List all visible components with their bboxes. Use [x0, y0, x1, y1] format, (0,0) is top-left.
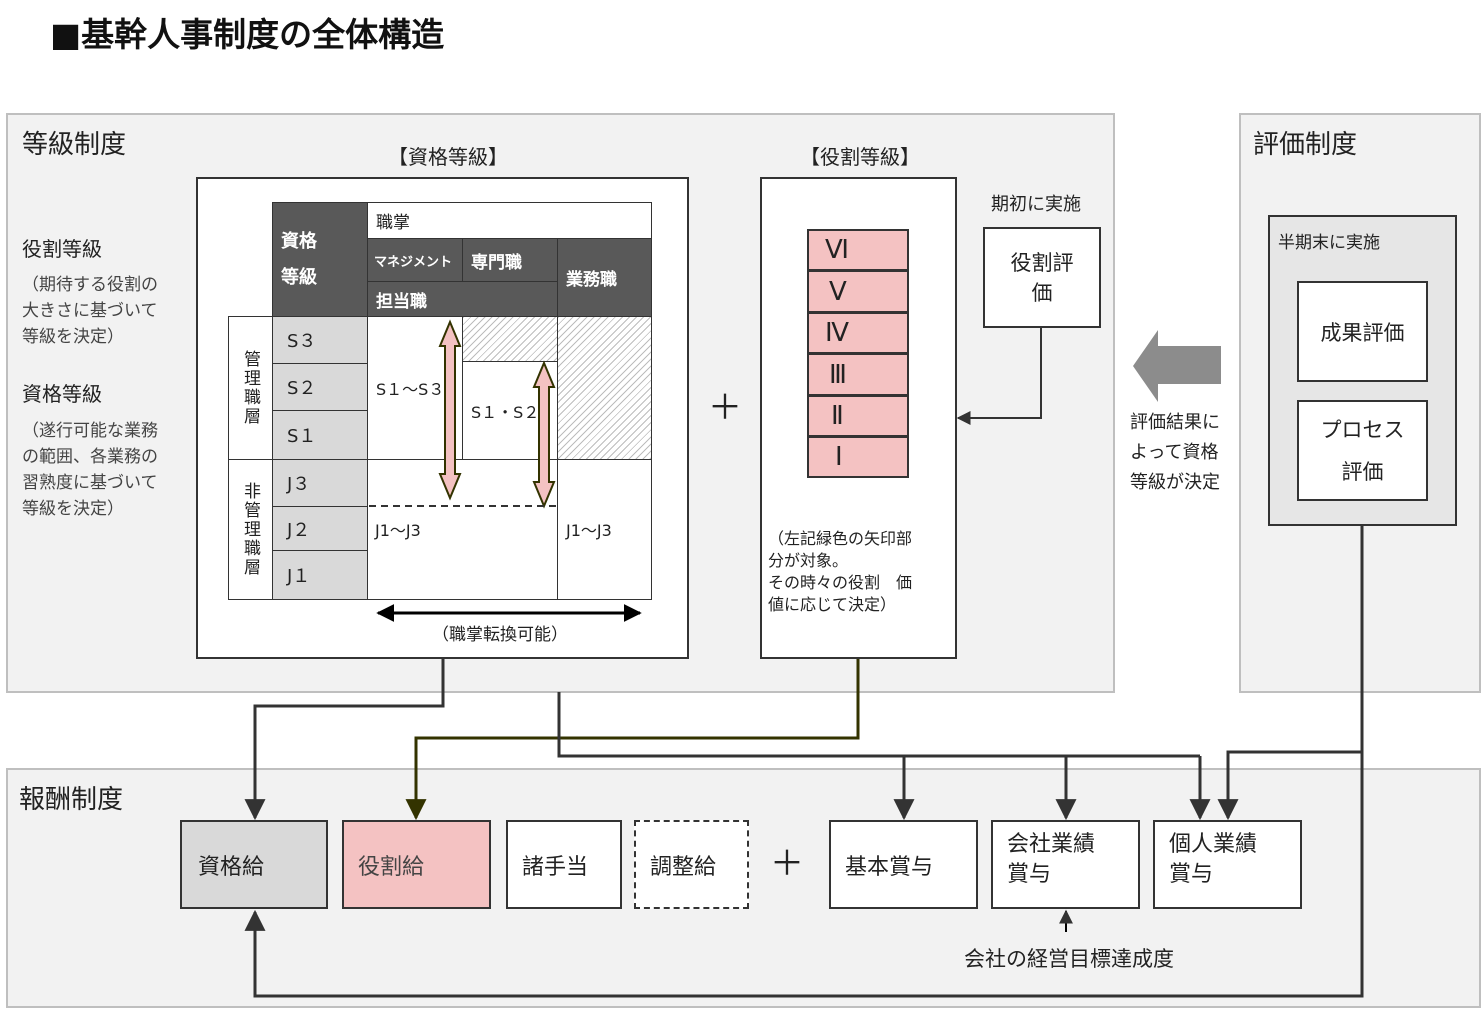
role-note-2: 分が対象。 [768, 551, 849, 570]
personal-bonus-box: 個人業績 賞与 [1153, 820, 1302, 909]
basic-bonus-label: 基本賞与 [845, 854, 934, 880]
layer-management-label: 管理職層 [240, 350, 260, 426]
header-operations: 業務職 [557, 238, 652, 317]
qual-grade-desc-3: 習熟度に基づいて [22, 473, 158, 493]
personal-bonus-label: 個人業績 賞与 [1169, 832, 1258, 887]
range-j1-j3-operations: J1～J3 [566, 521, 612, 540]
role-level-4: Ⅳ [807, 312, 909, 354]
role-evaluation-label: 役割評 価 [1010, 250, 1074, 305]
range-arrow-s1-s2 [532, 360, 556, 509]
role-level-3: Ⅲ [807, 353, 909, 396]
role-level-1: Ⅰ [807, 436, 909, 478]
qual-grade-desc-1: （遂行可能な業務 [22, 421, 158, 441]
eval-timing-label: 半期末に実施 [1278, 233, 1380, 253]
role-note-1: （左記緑色の矢印部 [768, 529, 913, 548]
pay-system-title: 報酬制度 [19, 785, 124, 815]
company-goal-label: 会社の経営目標達成度 [964, 947, 1174, 971]
header-specialist: 専門職 [462, 238, 558, 282]
basic-bonus-box: 基本賞与 [829, 820, 978, 909]
eval-to-pay-connector [244, 526, 1364, 998]
operations-nonmgmt-cell [557, 459, 652, 600]
eval-to-personal-bonus-connector [1217, 750, 1362, 821]
eval-arrow-note-3: 等級が決定 [1130, 472, 1220, 493]
role-evaluation-box: 役割評 価 [983, 227, 1101, 328]
header-management: マネジメント [367, 238, 463, 282]
role-level-6: Ⅵ [807, 229, 909, 271]
adjustment-pay-label: 調整給 [650, 854, 717, 880]
qual-grade-heading: 資格等級 [22, 382, 102, 406]
result-evaluation-box: 成果評価 [1297, 281, 1428, 382]
role-grade-desc-1: （期待する役割の [22, 275, 158, 295]
eval-arrow-note-2: よって資格 [1130, 442, 1219, 463]
role-to-role-pay-connector [405, 659, 860, 821]
qual-box-title: 【資格等級】 [388, 145, 508, 169]
role-box-title: 【役割等級】 [800, 145, 920, 169]
layer-non-management: 非管理職層 [228, 459, 273, 600]
qual-pay-label: 資格給 [198, 854, 265, 880]
range-j1-j3-charge: J1～J3 [375, 521, 421, 540]
result-evaluation-label: 成果評価 [1320, 320, 1405, 345]
adjustment-pay-box: 調整給 [634, 820, 749, 909]
company-bonus-box: 会社業績 賞与 [991, 820, 1140, 909]
grade-system-title: 等級制度 [22, 130, 127, 160]
grade-plus-sign: ＋ [708, 388, 742, 428]
eval-system-title: 評価制度 [1253, 130, 1358, 160]
role-grade-desc-2: 大きさに基づいて [22, 301, 158, 321]
qual-to-bonus-connector [557, 692, 1200, 758]
job-conversion-label: （職掌転換可能） [432, 625, 568, 645]
range-s1-s2: S１・S２ [471, 403, 540, 422]
qual-grade-desc-2: の範囲、各業務の [22, 447, 158, 467]
qual-grade-desc-4: 等級を決定） [22, 499, 124, 519]
allowances-box: 諸手当 [506, 820, 622, 909]
role-note-3: その時々の役割 価 [768, 573, 913, 592]
range-arrow-s1-s3 [438, 319, 462, 501]
grade-j3: J３ [272, 459, 368, 507]
range-s1-s3: S１～S３ [376, 380, 445, 399]
role-eval-connector [956, 328, 1042, 425]
qual-to-qual-pay-connector [244, 659, 445, 821]
role-level-2: Ⅱ [807, 395, 909, 437]
role-grade-desc-3: 等級を決定） [22, 327, 124, 347]
eval-result-arrow [1133, 330, 1221, 402]
grade-j2: J２ [272, 506, 368, 551]
role-pay-box: 役割給 [342, 820, 491, 909]
role-note-4: 値に応じて決定） [768, 595, 897, 614]
role-eval-timing: 期初に実施 [991, 194, 1081, 215]
grade-j1: J１ [272, 550, 368, 600]
pay-plus-sign: ＋ [770, 844, 804, 884]
role-pay-label: 役割給 [358, 854, 425, 880]
layer-non-management-label: 非管理職層 [240, 482, 260, 577]
eval-arrow-note-1: 評価結果に [1130, 412, 1220, 433]
page-title: ■基幹人事制度の全体構造 [50, 15, 445, 54]
process-evaluation-label: プロセス 評価 [1320, 417, 1405, 484]
allowances-label: 諸手当 [522, 854, 589, 880]
qual-pay-box: 資格給 [180, 820, 328, 909]
role-grade-heading: 役割等級 [22, 237, 102, 261]
company-bonus-label: 会社業績 賞与 [1007, 832, 1096, 887]
charge-nonmgmt-cell [367, 459, 558, 600]
process-evaluation-box: プロセス 評価 [1297, 400, 1428, 501]
